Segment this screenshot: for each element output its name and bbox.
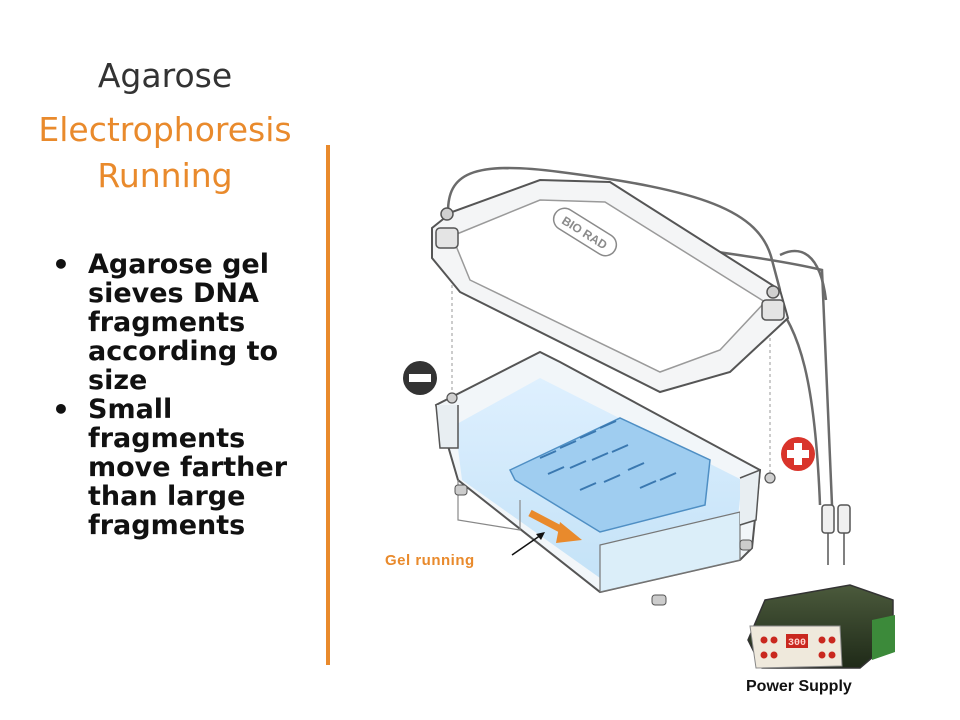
title-line-agarose: Agarose	[97, 56, 233, 95]
power-supply-label: Power Supply	[746, 678, 852, 695]
dna-bands	[539, 420, 677, 491]
gel-running-label: Gel running	[385, 552, 475, 569]
gel-direction-arrow	[528, 509, 582, 543]
banana-plugs	[821, 504, 851, 565]
power-supply: 300	[747, 584, 895, 669]
negative-electrode-icon	[403, 361, 437, 395]
power-display: 300	[788, 638, 806, 649]
bullet-list: Agarose gel sieves DNA fragments accordi…	[48, 250, 318, 540]
gel-label-pointer	[511, 534, 542, 556]
positive-electrode-icon	[781, 437, 815, 471]
title-line-electrophoresis: Electrophoresis	[38, 110, 292, 149]
vertical-divider	[326, 145, 330, 665]
lid: BIO RAD	[431, 178, 790, 394]
title-line-running: Running	[97, 156, 233, 195]
agarose-gel	[508, 417, 711, 533]
bullet-item: Small fragments move farther than large …	[48, 395, 318, 540]
bullet-item: Agarose gel sieves DNA fragments accordi…	[48, 250, 318, 395]
